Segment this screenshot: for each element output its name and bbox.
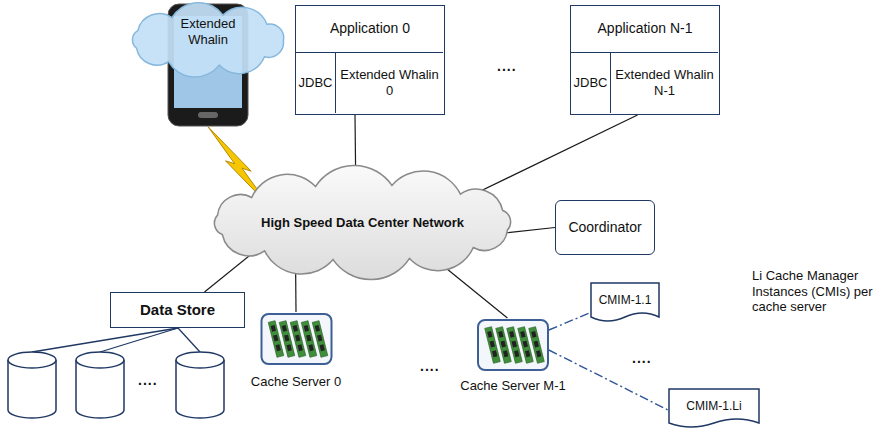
memory-chip bbox=[275, 344, 280, 351]
client-library-box: Extended Whalin 0 bbox=[336, 52, 443, 113]
application-box: Application 0 JDBCExtended Whalin 0 bbox=[295, 5, 445, 115]
memory-chip bbox=[490, 341, 495, 348]
memory-chip bbox=[319, 344, 324, 351]
memory-chip bbox=[317, 335, 322, 342]
memory-chip bbox=[297, 344, 302, 351]
ellipsis-holder: .... bbox=[420, 358, 440, 375]
node-label: JDBC bbox=[296, 75, 336, 91]
node-label: CMIM-1.Li bbox=[683, 399, 744, 413]
memory-chip bbox=[314, 325, 319, 332]
coordinator-box: Coordinator bbox=[555, 200, 655, 255]
jdbc-box: JDBC bbox=[296, 52, 336, 113]
memory-chip bbox=[286, 344, 291, 351]
memory-chip bbox=[292, 325, 297, 332]
disk-cylinder bbox=[8, 352, 56, 418]
disk-cylinder bbox=[176, 352, 224, 418]
memory-chip bbox=[531, 331, 536, 338]
annotation-note-holder: Li Cache Manager Instances (CMIs) per ca… bbox=[752, 268, 880, 315]
ellipsis: .... bbox=[138, 372, 158, 389]
node-label: Data Store bbox=[137, 301, 218, 319]
memory-chip bbox=[514, 350, 519, 357]
memory-chip bbox=[487, 331, 492, 338]
node-label: Extended Whalin bbox=[166, 16, 250, 47]
ellipsis-holder: .... bbox=[632, 350, 652, 367]
cache-manager-instance: CMIM-1.1 bbox=[590, 282, 660, 326]
cache-manager-instance: CMIM-1.Li bbox=[668, 388, 760, 432]
instance-link bbox=[549, 350, 668, 410]
memory-chip bbox=[520, 331, 525, 338]
ellipsis-holder: .... bbox=[497, 58, 517, 75]
memory-chip bbox=[512, 341, 517, 348]
mobile-client: Extended Whalin bbox=[118, 0, 298, 128]
memory-chip bbox=[501, 341, 506, 348]
storage-wires bbox=[32, 328, 200, 352]
memory-chip bbox=[295, 335, 300, 342]
memory-chip bbox=[509, 331, 514, 338]
node-label: JDBC bbox=[571, 75, 611, 91]
memory-chip bbox=[492, 350, 497, 357]
node-label: CMIM-1.1 bbox=[596, 293, 655, 307]
node-label: High Speed Data Center Network bbox=[258, 215, 467, 231]
memory-icon bbox=[261, 314, 331, 364]
memory-module bbox=[312, 321, 328, 358]
memory-chip bbox=[281, 325, 286, 332]
node-label: Application N-1 bbox=[595, 20, 696, 37]
ellipsis: .... bbox=[632, 350, 652, 367]
storage-wire bbox=[100, 328, 178, 352]
cache-server: Cache Server 0 bbox=[242, 312, 351, 394]
node-label: Extended Whalin N-1 bbox=[611, 67, 718, 98]
instance-link bbox=[549, 313, 590, 330]
node-label: Coordinator bbox=[565, 219, 644, 236]
network-link bbox=[463, 115, 638, 200]
memory-chip bbox=[306, 335, 311, 342]
client-library-box: Extended Whalin N-1 bbox=[611, 52, 718, 113]
server-frame bbox=[261, 314, 331, 364]
ellipsis: .... bbox=[420, 358, 440, 375]
cloud-shape bbox=[132, 3, 283, 77]
memory-chip bbox=[284, 335, 289, 342]
memory-module bbox=[529, 327, 545, 364]
storage-wire bbox=[32, 328, 178, 352]
memory-chip bbox=[503, 350, 508, 357]
data-store-box: Data Store bbox=[110, 292, 245, 328]
memory-icon bbox=[478, 320, 548, 370]
phone-button bbox=[198, 112, 218, 118]
node-label: Extended Whalin 0 bbox=[336, 67, 443, 98]
ellipsis-holder: .... bbox=[138, 372, 158, 389]
cylinder-top bbox=[8, 352, 56, 368]
jdbc-box: JDBC bbox=[571, 52, 611, 113]
network-cloud: High Speed Data Center Network bbox=[195, 165, 530, 280]
cylinder-top bbox=[176, 352, 224, 368]
memory-chip bbox=[303, 325, 308, 332]
memory-chip bbox=[308, 344, 313, 351]
annotation-note: Li Cache Manager Instances (CMIs) per ca… bbox=[752, 268, 880, 315]
memory-chip bbox=[498, 331, 503, 338]
cloud-shape bbox=[214, 165, 510, 279]
node-label: Cache Server 0 bbox=[248, 374, 344, 390]
server-frame bbox=[478, 320, 548, 370]
memory-chip bbox=[536, 350, 541, 357]
application-box: Application N-1JDBCExtended Whalin N-1 bbox=[570, 5, 720, 115]
disk-cylinder bbox=[76, 352, 124, 418]
memory-chip bbox=[534, 341, 539, 348]
document-shape bbox=[591, 283, 659, 321]
node-label: Cache Server M-1 bbox=[457, 378, 568, 394]
node-label: Application 0 bbox=[327, 20, 413, 37]
memory-chip bbox=[523, 341, 528, 348]
memory-chip bbox=[525, 350, 530, 357]
cylinder-top bbox=[76, 352, 124, 368]
memory-chip bbox=[273, 335, 278, 342]
document-shape bbox=[669, 389, 759, 427]
storage-wire bbox=[178, 328, 200, 352]
ellipsis: .... bbox=[497, 58, 517, 75]
cache-server: Cache Server M-1 bbox=[457, 318, 569, 398]
memory-chip bbox=[270, 325, 275, 332]
